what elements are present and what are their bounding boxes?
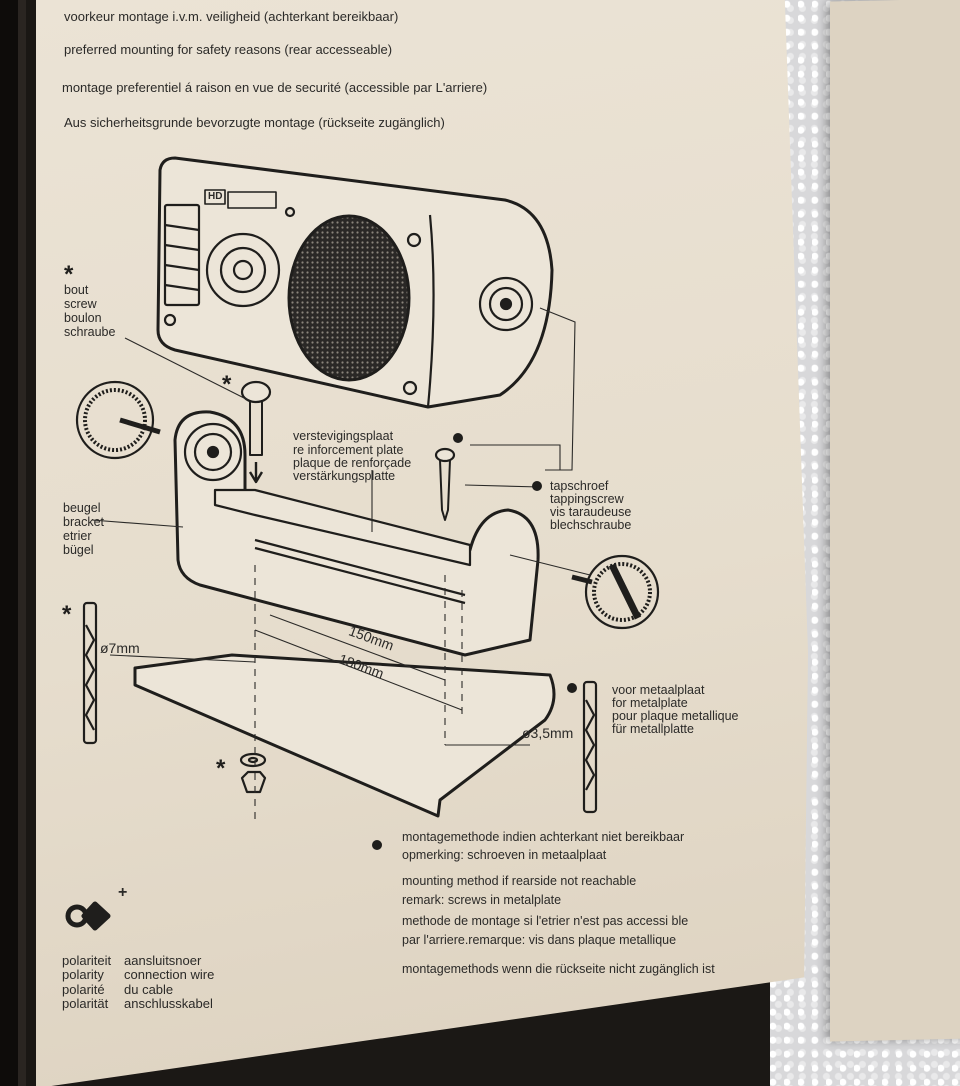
polarity-desc: anschlusskabel [124, 996, 213, 1011]
note-nl-2: opmerking: schroeven in metaalplaat [402, 848, 607, 862]
note-nl-1: montagemethode indien achterkant niet be… [402, 830, 685, 844]
metal-label-fr: pour plaque metallique [612, 709, 739, 723]
star-markers [372, 433, 577, 850]
header-line-fr: montage preferentiel á raison en vue de … [62, 80, 488, 95]
metal-label-nl: voor metaalplaat [612, 683, 705, 697]
polarity-row: polarité du cable [62, 983, 173, 997]
tapping-label-fr: vis taraudeuse [550, 505, 632, 519]
plate-label-fr: plaque de renforçade [293, 456, 412, 470]
knob-right [571, 554, 660, 630]
bolt-label-nl: bout [64, 283, 89, 297]
asterisk-bolt-2: * [222, 371, 232, 398]
bolt [240, 380, 272, 484]
metal-label-de: für metallplatte [612, 722, 694, 736]
note-en-2: remark: screws in metalplate [402, 893, 562, 907]
header-line-en: preferred mounting for safety reasons (r… [64, 42, 393, 57]
plate-label-en: re inforcement plate [293, 443, 404, 457]
bracket-label-de: bügel [63, 543, 94, 557]
plate-label-nl: verstevigingsplaat [293, 429, 394, 443]
radio-badge: HD [208, 191, 223, 202]
drill-3-5mm-label: ø3,5mm [522, 725, 574, 741]
bracket-label-en: bracket [63, 515, 104, 529]
header-line-de: Aus sicherheitsgrunde bevorzugte montage… [64, 115, 445, 130]
drill-bit-7mm [82, 601, 98, 745]
bracket-label-fr: etrier [63, 529, 92, 543]
header-line-nl: voorkeur montage i.v.m. veiligheid (acht… [64, 9, 399, 24]
polarity-desc: connection wire [124, 967, 215, 982]
bracket-label-nl: beugel [63, 501, 101, 515]
drill-bit-3-5mm [582, 680, 598, 814]
polarity-desc: aansluitsnoer [124, 953, 202, 968]
polarity-plus: + [118, 884, 128, 901]
metal-label-en: for metalplate [612, 696, 688, 710]
mounting-board [133, 653, 556, 818]
bolt-label-en: screw [64, 297, 97, 311]
bolt-label-fr: boulon [64, 311, 102, 325]
polarity-row: polarität anschlusskabel [62, 997, 213, 1011]
polarity-symbol [65, 901, 111, 931]
bolt-label-de: schraube [64, 325, 116, 339]
polarity-term: polariteit [62, 953, 112, 968]
tapping-label-nl: tapschroef [550, 479, 609, 493]
polarity-row: polarity connection wire [62, 968, 214, 982]
polarity-row: polariteit aansluitsnoer [62, 954, 201, 968]
note-fr-2: par l'arriere.remarque: vis dans plaque … [402, 933, 677, 947]
drill-7mm-label: ø7mm [100, 640, 140, 656]
tapping-screw [434, 447, 456, 521]
radio-unit [156, 156, 554, 409]
nut-and-washer [239, 752, 267, 794]
note-fr-1: methode de montage si l'etrier n'est pas… [402, 914, 689, 928]
polarity-term: polarité [62, 982, 105, 997]
asterisk-drill: * [62, 601, 72, 628]
polarity-desc: du cable [124, 982, 174, 997]
asterisk-nut: * [216, 755, 226, 782]
note-en-1: mounting method if rearside not reachabl… [402, 874, 637, 888]
tapping-label-en: tappingscrew [550, 492, 624, 506]
polarity-term: polarity [62, 967, 104, 982]
knob-left [75, 380, 161, 460]
tapping-label-de: blechschraube [550, 518, 632, 532]
plate-label-de: verstärkungsplatte [293, 469, 396, 483]
mounting-bracket [173, 410, 540, 657]
table-edge [0, 0, 40, 1086]
note-de: montagemethods wenn die rückseite nicht … [402, 962, 715, 976]
polarity-term: polarität [62, 996, 109, 1011]
asterisk-bolt: * [64, 261, 74, 288]
